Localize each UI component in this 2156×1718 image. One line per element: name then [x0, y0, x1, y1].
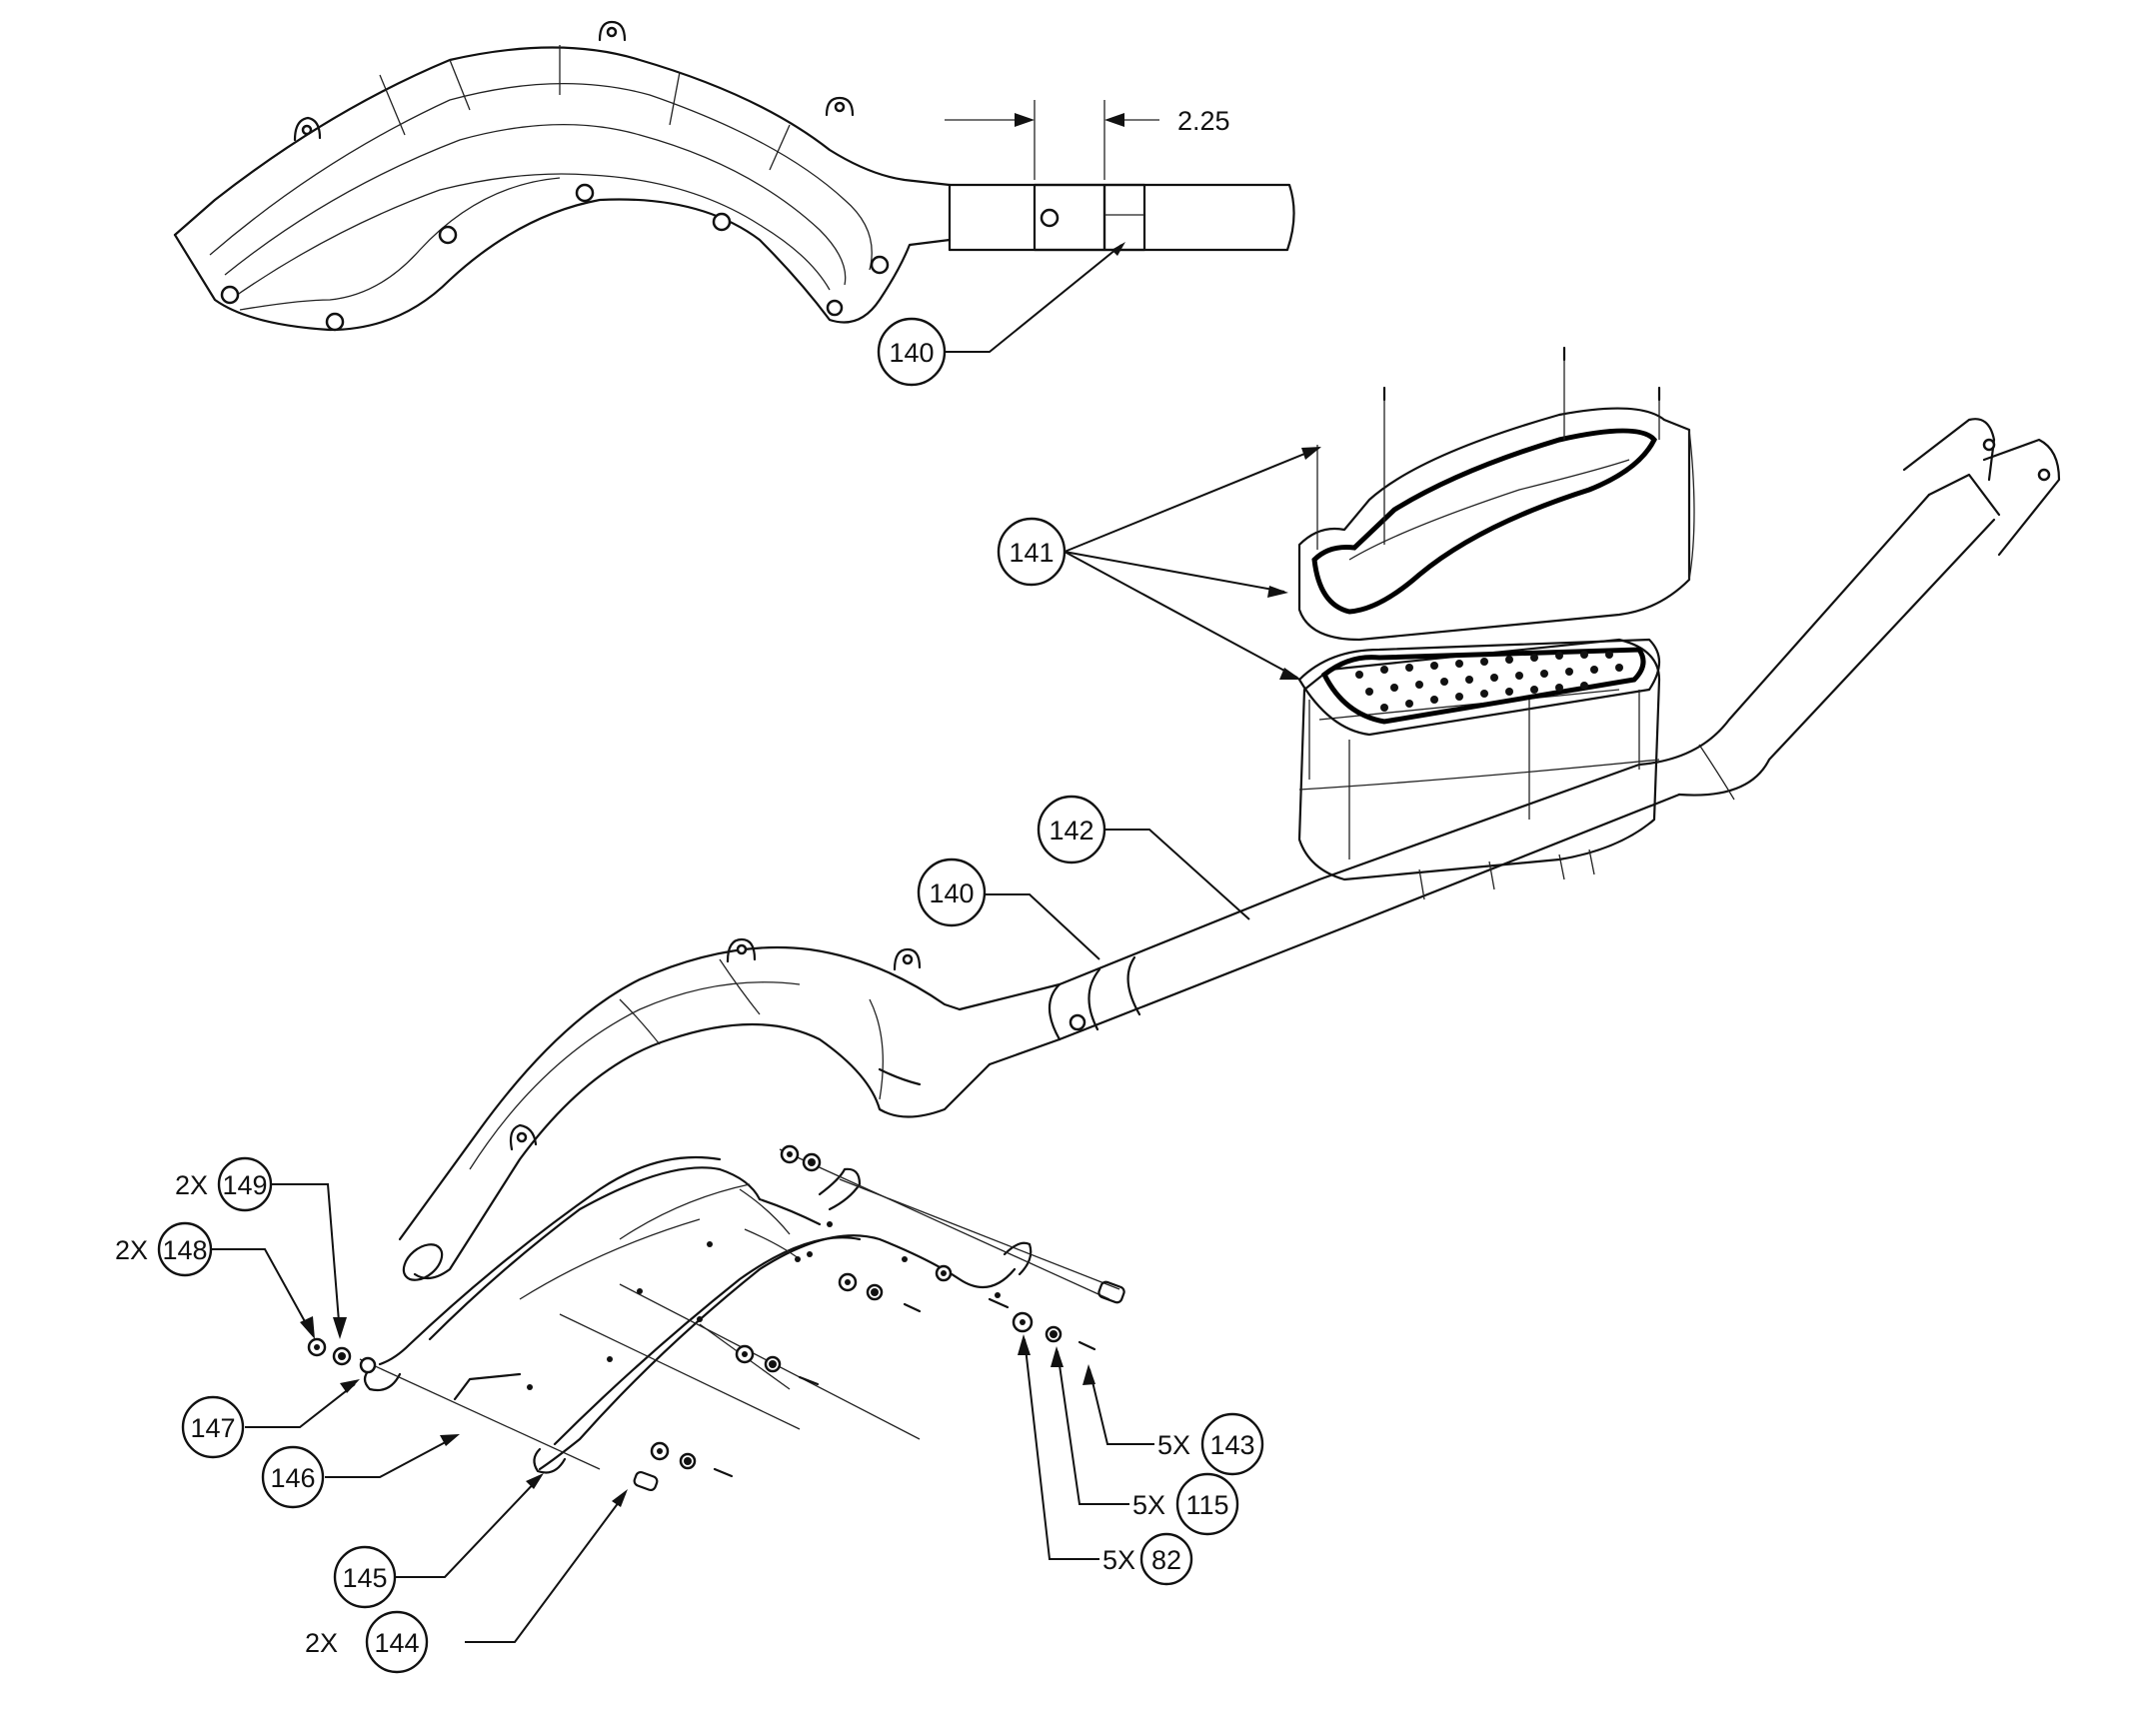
- callout-143-text: 143: [1209, 1430, 1254, 1460]
- qty-149: 2X: [175, 1170, 208, 1200]
- callout-147-text: 147: [190, 1413, 235, 1443]
- callout-147: 147: [181, 1395, 245, 1459]
- callout-82: 5X 82: [1102, 1532, 1193, 1586]
- dimension-value: 2.25: [1177, 106, 1230, 136]
- callout-115: 5X 115: [1132, 1472, 1239, 1536]
- callout-148: 2X 148: [115, 1221, 213, 1277]
- callout-146: 146: [261, 1445, 325, 1509]
- callout-140-top: 140: [877, 317, 947, 387]
- qty-82: 5X: [1102, 1545, 1135, 1575]
- qty-115: 5X: [1132, 1490, 1165, 1520]
- callout-141: 141: [997, 517, 1067, 587]
- callout-142-text: 142: [1049, 816, 1093, 846]
- callout-145: 145: [333, 1545, 397, 1609]
- callout-146-text: 146: [270, 1463, 315, 1493]
- leader-lines: [210, 242, 1321, 1643]
- main-assembly: [307, 346, 2061, 1492]
- callout-82-text: 82: [1151, 1545, 1181, 1575]
- top-detail-duct: [173, 20, 1295, 332]
- callout-145-text: 145: [342, 1563, 387, 1593]
- callout-149-text: 149: [222, 1170, 267, 1200]
- fastener-stack: [307, 1144, 1125, 1492]
- qty-143: 5X: [1157, 1430, 1190, 1460]
- callout-143: 5X 143: [1157, 1412, 1264, 1476]
- callout-144: 2X 144: [305, 1610, 429, 1674]
- callout-140-text: 140: [929, 878, 974, 908]
- qty-144: 2X: [305, 1628, 338, 1658]
- callout-140: 140: [917, 858, 987, 927]
- filter-screen-perforations: [1355, 651, 1623, 712]
- callout-141-text: 141: [1009, 538, 1054, 568]
- callout-140-top-text: 140: [889, 338, 934, 368]
- callout-115-text: 115: [1185, 1490, 1228, 1520]
- callout-149: 2X 149: [175, 1156, 273, 1212]
- qty-148: 2X: [115, 1235, 148, 1265]
- callout-142: 142: [1037, 795, 1106, 864]
- callout-148-text: 148: [162, 1235, 207, 1265]
- callout-144-text: 144: [374, 1628, 419, 1658]
